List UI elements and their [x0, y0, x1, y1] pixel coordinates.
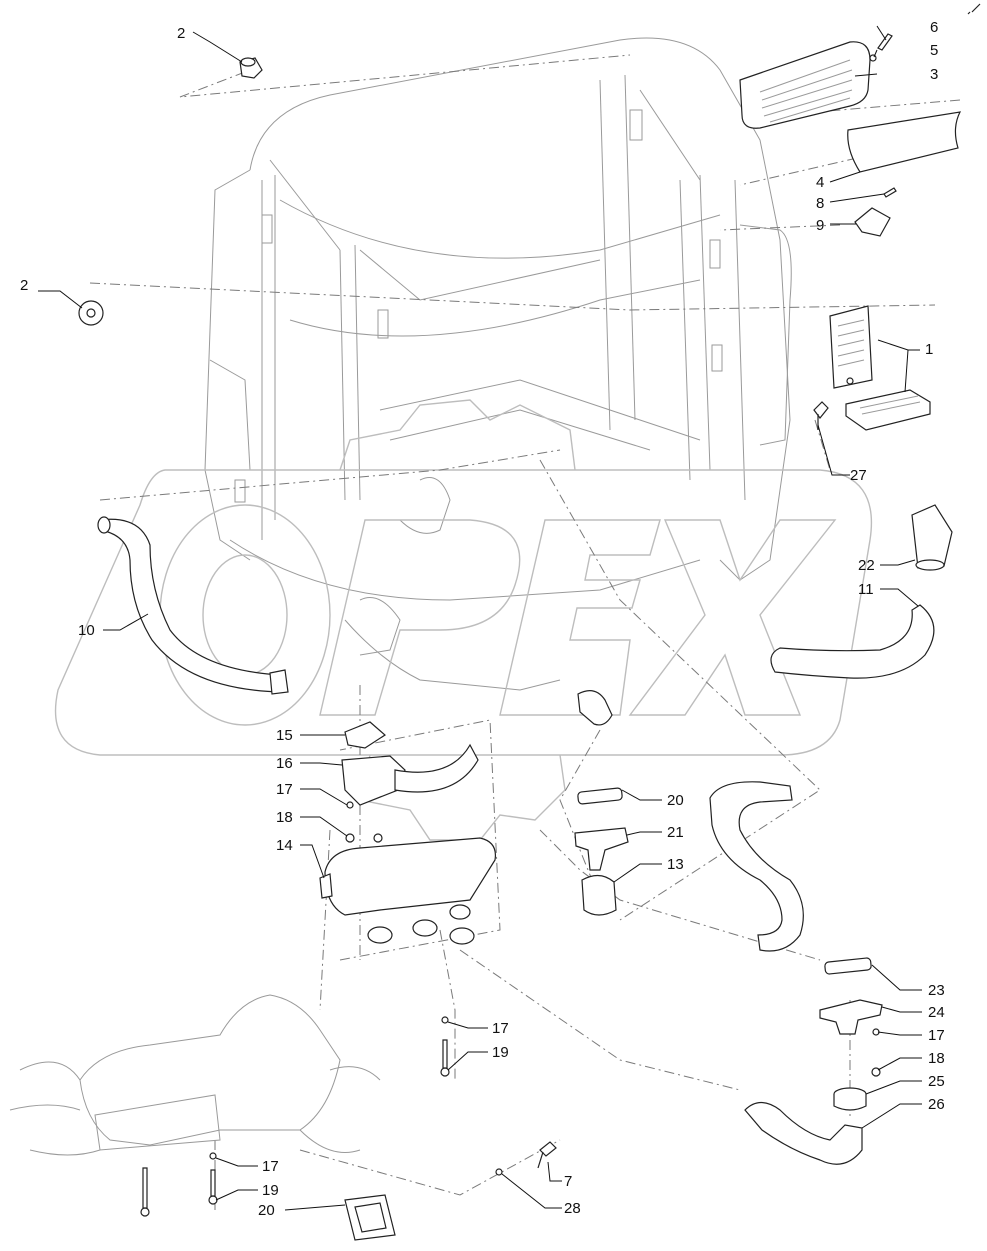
callout-25: 25 [928, 1073, 945, 1090]
callout-28: 28 [564, 1200, 581, 1217]
part-18-nut-a2 [373, 833, 383, 843]
callout-13: 13 [667, 856, 684, 873]
callout-20-low: 20 [258, 1202, 275, 1219]
callout-2-left: 2 [20, 277, 28, 294]
hose-right-s [709, 781, 804, 952]
callout-3: 3 [930, 66, 938, 83]
part-16-housing [341, 743, 479, 806]
part-4-panel [847, 111, 962, 173]
part-24-bracket [819, 999, 883, 1035]
part-5-washer [869, 54, 877, 62]
part-17-washer-a [346, 801, 354, 809]
part-6-screw [877, 33, 893, 51]
leader-lines [38, 25, 922, 1211]
callout-15: 15 [276, 727, 293, 744]
callout-1: 1 [925, 341, 933, 358]
callout-17-d: 17 [262, 1158, 279, 1175]
callout-14: 14 [276, 837, 293, 854]
callout-4: 4 [816, 174, 824, 191]
part-25-clamp [833, 1087, 867, 1111]
callout-22: 22 [858, 557, 875, 574]
part-8-screw [883, 187, 897, 198]
part-2-grommet [78, 300, 104, 326]
part-28-washer [495, 1168, 503, 1176]
part-20-seal-low [344, 1194, 396, 1241]
part-1-vent-upright [829, 305, 873, 389]
part-22-outlet [911, 504, 953, 571]
part-11-hose [770, 604, 935, 679]
callout-8: 8 [816, 195, 824, 212]
part-7-screw [537, 1141, 557, 1169]
callout-17-b: 17 [492, 1020, 509, 1037]
callout-21: 21 [667, 824, 684, 841]
hose-center [577, 690, 613, 726]
part-15-seal [344, 721, 386, 749]
callout-19-b: 19 [492, 1044, 509, 1061]
part-3-grille [739, 41, 871, 129]
part-14-manifold [319, 837, 497, 945]
part-bolt-left [140, 1167, 150, 1217]
callout-9: 9 [816, 217, 824, 234]
part-2-cap-top [239, 57, 263, 79]
part-9-clip [854, 207, 891, 237]
callout-10: 10 [78, 622, 95, 639]
part-19-bolt-d [208, 1169, 218, 1205]
heater-block [9, 994, 381, 1156]
callout-18-a: 18 [276, 809, 293, 826]
callout-7: 7 [564, 1173, 572, 1190]
part-20-seal-mid [577, 787, 623, 805]
callout-27: 27 [850, 467, 867, 484]
callout-18-c: 18 [928, 1050, 945, 1067]
callout-20-mid: 20 [667, 792, 684, 809]
callout-17-a: 17 [276, 781, 293, 798]
callout-labels: 2 6 5 3 4 8 9 2 1 27 22 11 10 15 16 17 1… [20, 19, 945, 1219]
callout-6: 6 [930, 19, 938, 36]
callout-16: 16 [276, 755, 293, 772]
callout-24: 24 [928, 1004, 945, 1021]
part-18-nut-a [345, 833, 355, 843]
part-27-screw [813, 401, 829, 430]
callout-26: 26 [928, 1096, 945, 1113]
callout-17-c: 17 [928, 1027, 945, 1044]
part-23-seal [824, 957, 872, 975]
part-1-vent-flat [845, 389, 931, 431]
part-17-washer-b [441, 1016, 449, 1024]
part-10-hose [97, 516, 289, 695]
part-19-bolt-b [440, 1039, 450, 1077]
cab-frame [204, 37, 792, 691]
callout-11: 11 [858, 581, 874, 598]
assembly-lines [89, 54, 961, 1210]
part-21-adapter [574, 827, 629, 871]
corner-mark [967, 3, 981, 15]
callout-5: 5 [930, 42, 938, 59]
callout-23: 23 [928, 982, 945, 999]
callout-2-top: 2 [177, 25, 185, 42]
part-17-washer-d [209, 1152, 217, 1160]
part-13-sleeve [581, 874, 617, 916]
part-26-hose [744, 1101, 863, 1165]
callout-19-d: 19 [262, 1182, 279, 1199]
